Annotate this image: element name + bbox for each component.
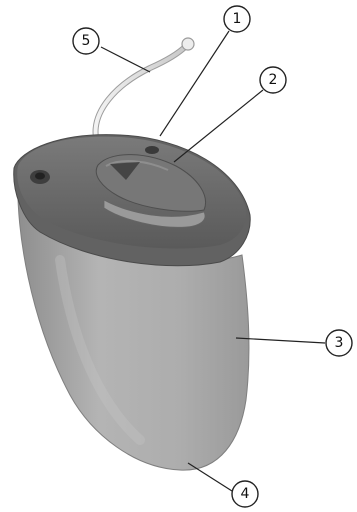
callout-4: 4 (232, 481, 258, 507)
vent-opening (30, 170, 50, 184)
callout-1: 1 (224, 6, 250, 32)
leader-line-4 (188, 463, 232, 491)
leader-line-2 (174, 90, 263, 162)
callout-label-3: 3 (335, 335, 344, 351)
callout-label-1: 1 (233, 11, 242, 27)
callout-5: 5 (73, 28, 99, 54)
leader-line-3 (236, 338, 325, 343)
callout-label-5: 5 (82, 33, 91, 49)
microphone-port (145, 146, 159, 154)
callout-label-2: 2 (269, 72, 278, 88)
leader-line-5 (101, 47, 150, 72)
callout-label-4: 4 (241, 486, 250, 502)
leader-line-1 (160, 31, 229, 136)
callout-3: 3 (326, 330, 352, 356)
callout-2: 2 (260, 67, 286, 93)
removal-wire (96, 38, 194, 138)
